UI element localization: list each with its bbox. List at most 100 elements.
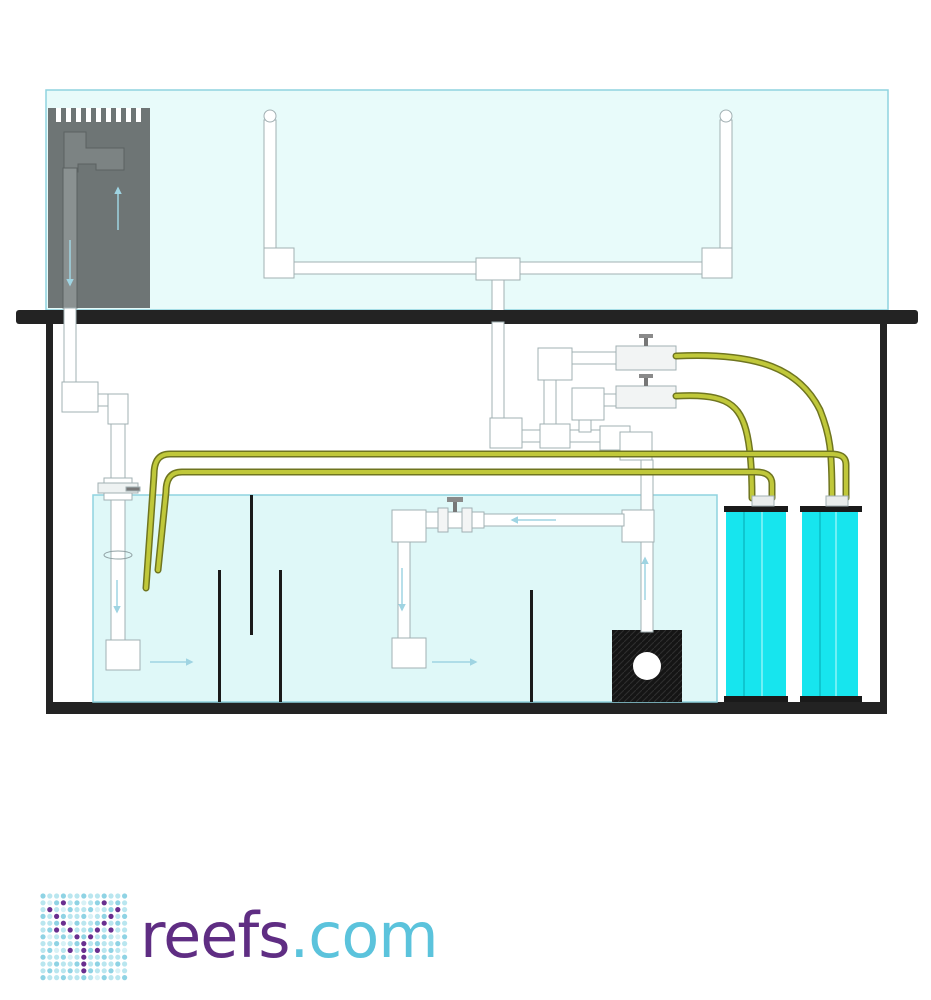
logo-dot (67, 975, 73, 981)
logo-dot (101, 954, 107, 960)
logo-dot (40, 934, 46, 940)
logo-dot (67, 927, 73, 933)
logo-dot (74, 893, 80, 899)
logo-dot (122, 907, 128, 913)
logo-dot (54, 961, 60, 967)
logo-dot (122, 968, 128, 974)
logo-dot (54, 954, 60, 960)
logo-dot (67, 920, 73, 926)
return-loop-pipe (263, 109, 733, 313)
logo-dot (115, 934, 121, 940)
logo-dot (101, 920, 107, 926)
logo-dot (60, 934, 66, 940)
logo-dot (81, 913, 87, 920)
logo-dot (122, 927, 128, 933)
display-tank (45, 89, 889, 311)
logo-dot (40, 893, 46, 899)
logo-dot (40, 941, 46, 947)
logo-dot (67, 947, 73, 954)
logo-dot (94, 954, 100, 960)
logo-dot (67, 941, 73, 947)
logo-dot (47, 954, 53, 960)
logo-dot (88, 900, 94, 906)
logo-dot (40, 900, 46, 906)
logo-dot (81, 900, 87, 906)
logo-dot (74, 900, 80, 906)
logo-dot (108, 947, 114, 954)
logo-dot (60, 954, 66, 960)
logo-dot (47, 968, 53, 974)
logo-dot (67, 900, 73, 906)
logo-dot (81, 961, 87, 967)
logo-dot (122, 941, 128, 947)
logo-dot (101, 907, 107, 913)
logo-dot (47, 900, 53, 906)
logo-dot (108, 934, 114, 940)
logo-dot (94, 934, 100, 940)
logo-dot (60, 907, 66, 913)
logo-dot (74, 907, 80, 913)
logo-dot (115, 961, 121, 967)
logo-dot (101, 961, 107, 967)
logo-dot (115, 954, 121, 960)
logo-dot (88, 927, 94, 933)
logo-dot (94, 947, 100, 954)
logo-dot (108, 920, 114, 926)
logo-dot (115, 893, 121, 899)
logo-dot (115, 913, 121, 920)
logo-dot (47, 947, 53, 954)
logo-dot (74, 920, 80, 926)
logo-dot (40, 947, 46, 954)
logo-dot (81, 941, 87, 947)
logo-dot (54, 900, 60, 906)
valve-icon (615, 334, 677, 371)
logo-dot (88, 961, 94, 967)
logo-dot (122, 975, 128, 981)
logo-dot (108, 907, 114, 913)
logo-dot (81, 927, 87, 933)
logo-dot (108, 900, 114, 906)
logo-dot (88, 920, 94, 926)
logo-dot (47, 941, 53, 947)
logo-dot (122, 934, 128, 940)
sump-baffles (218, 495, 533, 702)
logo-dot (81, 907, 87, 913)
logo-dot (88, 934, 94, 940)
logo-dot (122, 900, 128, 906)
logo-dot (74, 947, 80, 954)
logo-dot (67, 893, 73, 899)
logo-dot (47, 934, 53, 940)
logo-dot (94, 927, 100, 933)
logo-dot (60, 927, 66, 933)
logo-dot (60, 900, 66, 906)
logo-dot (74, 968, 80, 974)
logo-dot (54, 941, 60, 947)
logo-dot (88, 913, 94, 920)
logo-dot (108, 893, 114, 899)
logo-dot (101, 927, 107, 933)
logo-dot (74, 954, 80, 960)
logo-dot (67, 954, 73, 960)
logo-dot (47, 913, 53, 920)
stand-top (16, 310, 918, 324)
logo-dot (81, 920, 87, 926)
logo-dot (47, 975, 53, 981)
logo-dot (101, 941, 107, 947)
logo-dot (54, 920, 60, 926)
logo-dot (47, 961, 53, 967)
logo-dot (122, 893, 128, 899)
logo-dot (108, 961, 114, 967)
reactor-tubing (142, 351, 850, 592)
logo-dot (47, 920, 53, 926)
logo-dot (101, 893, 107, 899)
logo-dot (40, 907, 46, 913)
logo-dot (108, 913, 114, 920)
logo-dot (60, 968, 66, 974)
logo-dot (40, 975, 46, 981)
logo-dot (88, 893, 94, 899)
logo-dot (60, 913, 66, 920)
logo-dot (94, 961, 100, 967)
logo-dot (108, 975, 114, 981)
logo-dot (60, 961, 66, 967)
logo-dot (40, 954, 46, 960)
